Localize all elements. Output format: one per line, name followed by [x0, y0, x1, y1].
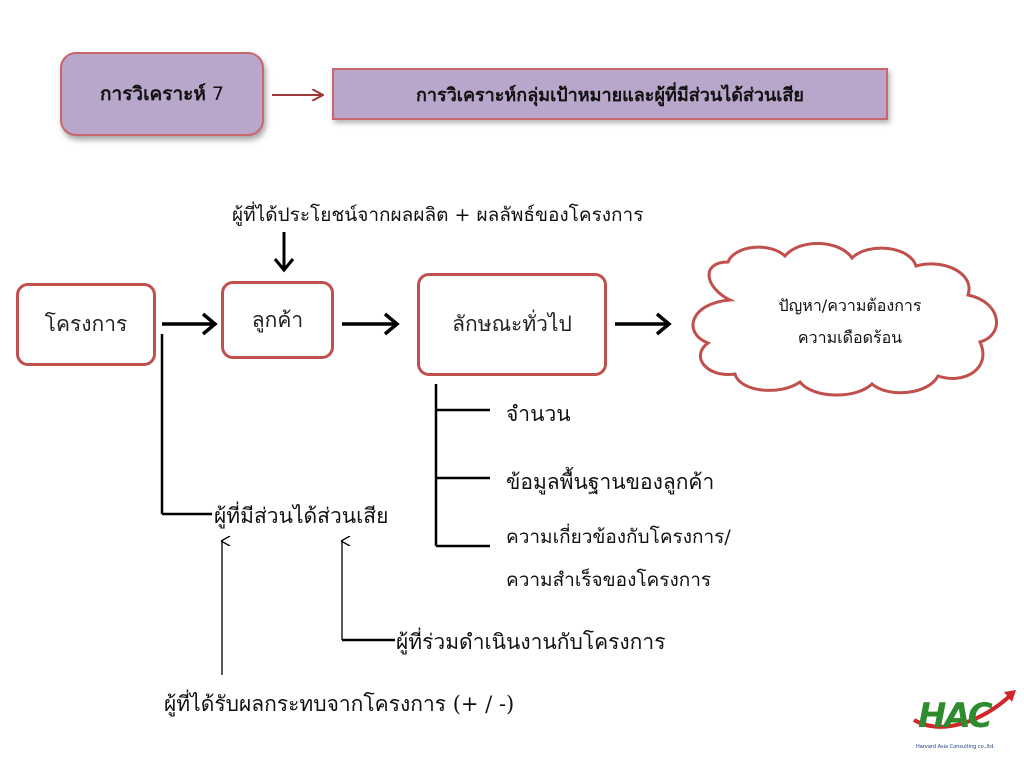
characteristics-node: ลักษณะทั่วไป [417, 273, 607, 376]
logo-tagline: Harvard Asia Consulting co.,ltd. [916, 744, 995, 750]
cooperators-label: ผู้ที่ร่วมดำเนินงานกับโครงการ [396, 630, 666, 654]
branch-item: ข้อมูลพื้นฐานของลูกค้า [506, 470, 715, 494]
hac-logo: HAC Harvard Asia Consulting co.,ltd. [912, 686, 1018, 756]
arrow-characteristics-to-needs [615, 312, 672, 336]
arrow-customer-to-characteristics [342, 312, 400, 336]
project-stakeholder-line [160, 334, 212, 516]
logo-swoosh-icon [913, 690, 1016, 729]
characteristics-label: ลักษณะทั่วไป [452, 312, 572, 336]
beneficiaries-label: ผู้ที่ได้ประโยชน์จากผลผลิต + ผลลัพธ์ของโ… [232, 204, 644, 226]
project-node: โครงการ [16, 283, 156, 366]
project-label: โครงการ [44, 312, 128, 336]
analysis-topic-box: การวิเคราะห์กลุ่มเป้าหมายและผู้ที่มีส่วน… [332, 68, 888, 120]
branch-item: ความเกี่ยวข้องกับโครงการ/ [506, 526, 731, 548]
branch-item: ความสำเร็จของโครงการ [506, 569, 712, 591]
needs-cloud [691, 242, 998, 397]
logo-name: HAC [918, 696, 993, 736]
analysis-label: การวิเคราะห์ [100, 83, 206, 105]
stakeholders-label: ผู้ที่มีส่วนได้ส่วนเสีย [214, 504, 389, 528]
analysis-title-box: การวิเคราะห์ 7 [60, 52, 264, 136]
customer-label: ลูกค้า [251, 307, 304, 332]
branch-item: จำนวน [506, 402, 571, 426]
analysis-topic: การวิเคราะห์กลุ่มเป้าหมายและผู้ที่มีส่วน… [416, 84, 804, 106]
affected-label: ผู้ที่ได้รับผลกระทบจากโครงการ (+ / -) [164, 692, 515, 716]
needs-line-1: ปัญหา/ความต้องการ [778, 296, 922, 315]
characteristics-bracket [434, 384, 490, 548]
needs-line-2: ความเดือดร้อน [797, 328, 903, 347]
customer-node: ลูกค้า [221, 281, 334, 359]
needs-text: ปัญหา/ความต้องการ ความเดือดร้อน [700, 290, 1000, 354]
arrow-project-to-customer [162, 312, 218, 336]
down-arrow [273, 232, 295, 273]
analysis-number: 7 [211, 83, 224, 105]
cooperators-elbow-arrow [342, 541, 395, 642]
